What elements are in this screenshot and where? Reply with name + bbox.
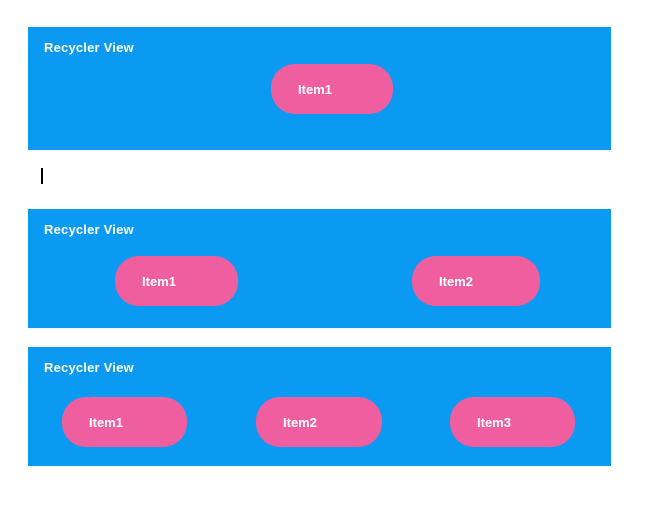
recycler-item[interactable]: Item3	[450, 397, 575, 447]
recycler-view-panel-1[interactable]: Recycler View Item1	[28, 27, 611, 150]
recycler-item[interactable]: Item1	[271, 64, 393, 114]
recycler-item-label: Item3	[477, 414, 511, 430]
recycler-view-panel-2[interactable]: Recycler View Item1 Item2	[28, 209, 611, 328]
recycler-item[interactable]: Item1	[115, 256, 238, 306]
recycler-item[interactable]: Item1	[62, 397, 187, 447]
recycler-item-label: Item1	[142, 273, 176, 289]
recycler-view-title: Recycler View	[44, 360, 134, 375]
recycler-item-label: Item2	[283, 414, 317, 430]
recycler-item-label: Item1	[298, 81, 332, 97]
recycler-item[interactable]: Item2	[412, 256, 540, 306]
recycler-item-label: Item1	[89, 414, 123, 430]
recycler-item-label: Item2	[439, 273, 473, 289]
recycler-view-title: Recycler View	[44, 40, 134, 55]
recycler-view-title: Recycler View	[44, 222, 134, 237]
text-cursor	[41, 168, 43, 184]
recycler-view-panel-3[interactable]: Recycler View Item1 Item2 Item3	[28, 347, 611, 466]
recycler-item[interactable]: Item2	[256, 397, 382, 447]
